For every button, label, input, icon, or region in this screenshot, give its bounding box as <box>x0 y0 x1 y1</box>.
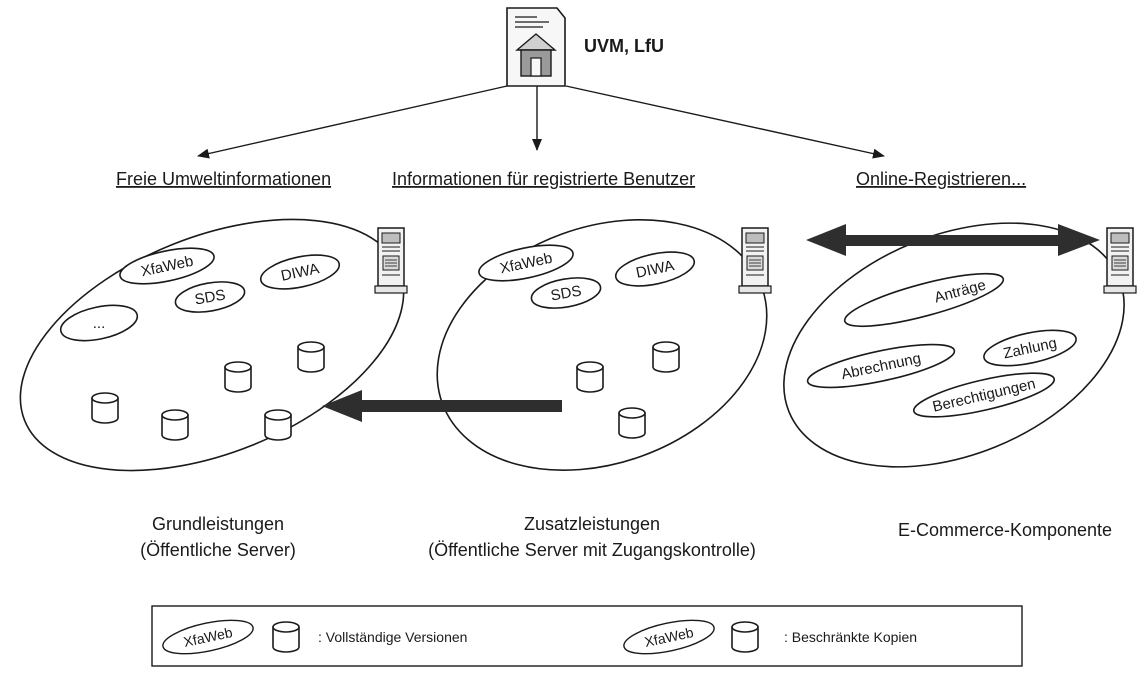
caption-basic-services: Grundleistungen <box>152 514 284 534</box>
link-registered-information[interactable]: Informationen für registrierte Benutzer <box>392 169 695 189</box>
cluster-additional-services: XfaWeb SDS DIWA <box>436 218 772 472</box>
link-online-registration[interactable]: Online-Registrieren... <box>856 169 1026 189</box>
database-icon <box>576 361 604 393</box>
component-zahlung: Zahlung <box>983 329 1077 367</box>
caption-additional-services: Zusatzleistungen <box>524 514 660 534</box>
component-antraege: Anträge <box>843 272 1005 328</box>
caption-additional-services-sub: (Öffentliche Server mit Zugangskontrolle… <box>428 540 756 560</box>
cluster-basic-services: XfaWeb SDS DIWA ... <box>19 218 408 472</box>
service-more: ... <box>59 304 139 342</box>
link-free-information[interactable]: Freie Umweltinformationen <box>116 169 331 189</box>
legend-restricted-oval: XfaWeb <box>623 619 715 655</box>
database-icon <box>618 407 646 439</box>
database-icon <box>91 392 119 424</box>
svg-text:SDS: SDS <box>193 286 226 308</box>
server-icon <box>1103 227 1137 294</box>
organization-title: UVM, LfU <box>584 36 664 56</box>
service-diwa: DIWA <box>614 251 696 287</box>
component-abrechnung: Abrechnung <box>806 343 956 389</box>
server-icon <box>374 227 408 294</box>
svg-text:...: ... <box>93 315 106 332</box>
service-diwa: DIWA <box>259 254 341 290</box>
house-document-icon <box>506 7 566 87</box>
arrow-to-online <box>565 85 885 159</box>
copy-arrow <box>322 390 562 422</box>
database-icon <box>161 409 189 441</box>
legend-full-version-oval: XfaWeb <box>162 619 254 655</box>
cluster-e-commerce: Anträge Zahlung Abrechnung Berechtigunge… <box>783 222 1137 468</box>
legend-full-version-database-icon <box>272 621 300 653</box>
legend: XfaWeb : Vollständige Versionen XfaWeb :… <box>151 605 1023 667</box>
service-xfaweb: XfaWeb <box>478 244 574 282</box>
component-berechtigungen: Berechtigungen <box>912 372 1056 418</box>
server-icon <box>738 227 772 294</box>
arrow-to-free <box>197 85 508 159</box>
service-sds: SDS <box>174 281 246 313</box>
legend-restricted-label: : Beschränkte Kopien <box>784 629 917 645</box>
database-icon <box>652 341 680 373</box>
caption-basic-services-sub: (Öffentliche Server) <box>140 540 296 560</box>
svg-text:SDS: SDS <box>549 282 582 304</box>
database-icon <box>297 341 325 373</box>
database-icon <box>264 409 292 441</box>
database-icon <box>224 361 252 393</box>
service-sds: SDS <box>530 277 602 309</box>
caption-e-commerce: E-Commerce-Komponente <box>898 520 1112 540</box>
sync-double-arrow <box>806 224 1100 256</box>
legend-restricted-database-icon <box>731 621 759 653</box>
service-xfaweb: XfaWeb <box>119 247 215 285</box>
legend-full-version-label: : Vollständige Versionen <box>318 629 467 645</box>
